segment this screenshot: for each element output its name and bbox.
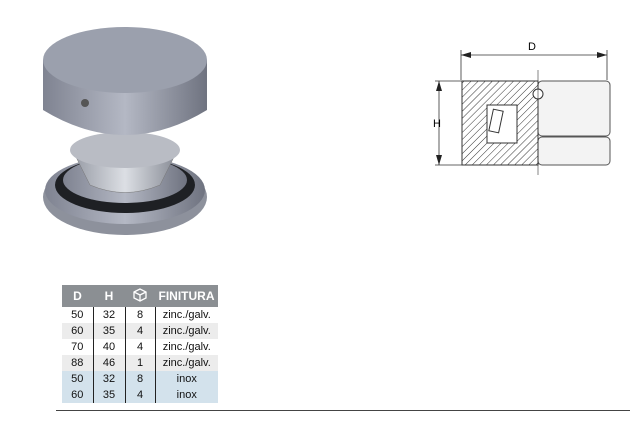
cell-h: 32 (92, 371, 125, 387)
cell-finish: inox (154, 371, 218, 387)
cell-d: 88 (62, 355, 93, 371)
table-header: D H FINITURA (62, 285, 218, 307)
header-finitura: FINITURA (155, 285, 218, 307)
cell-finish: inox (154, 387, 218, 403)
cell-d: 50 (71, 309, 84, 321)
cell-d: 50 (62, 371, 93, 387)
cell-h: 40 (92, 339, 125, 355)
divider (56, 410, 630, 411)
box-icon (133, 287, 147, 302)
product-photo (43, 27, 207, 235)
header-pack (125, 285, 155, 307)
header-h: H (93, 285, 125, 307)
header-d: D (62, 285, 93, 307)
cell-finish: zinc./galv. (154, 323, 218, 339)
cell-h: 35 (92, 323, 125, 339)
cell-finish: zinc./galv. (154, 355, 218, 371)
cell-finish: zinc./galv. (154, 339, 218, 355)
dim-h-label: H (433, 118, 441, 130)
cell-qty: 8 (124, 371, 155, 387)
cell-d: 60 (62, 387, 93, 403)
cell-h: 35 (92, 387, 125, 403)
technical-drawing: D H (433, 41, 611, 175)
cell-d: 70 (71, 341, 84, 353)
cell-qty: 1 (124, 355, 155, 371)
cell-qty: 4 (124, 339, 155, 355)
cell-d: 60 (62, 323, 93, 339)
cell-qty: 4 (124, 323, 155, 339)
dim-d-label: D (528, 41, 536, 53)
cell-h: 46 (92, 355, 125, 371)
cell-qty: 4 (124, 387, 155, 403)
cell-h: 32 (92, 307, 125, 323)
cell-finish: zinc./galv. (154, 307, 218, 323)
cell-qty: 8 (124, 307, 155, 323)
